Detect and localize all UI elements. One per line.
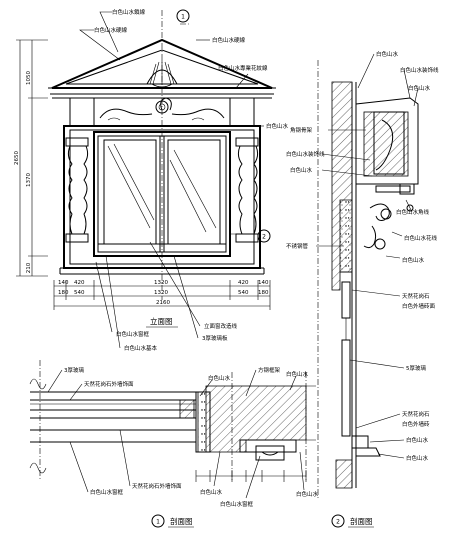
label-e3: 白色山水硬線 <box>212 36 246 44</box>
elevation-leaders: 白色山水鎖線 白色山水硬線 白色山水硬線 白色山水專業花紋線 白色山水 白色山水… <box>79 8 289 352</box>
label-e10: 3厚玻璃板 <box>202 334 228 342</box>
right-section-leaders: 白色山水 白色山水装饰线 白色山水 角钢骨架 白色山水装饰线 白色山水 白色山水… <box>286 50 439 462</box>
label-r7: 白色山水角线 <box>396 208 430 216</box>
bottom-section-title: 剖面图 <box>170 516 193 526</box>
label-r12: 白色外墙砖面 <box>402 302 436 310</box>
dim-left-total: 2650 <box>14 151 20 165</box>
label-b5: 白色山水 <box>286 370 309 378</box>
front-elevation: 1 2 1050 1370 210 2650 140 420 13 <box>14 8 289 352</box>
label-b4: 方钢框架 <box>258 366 281 374</box>
label-r1: 白色山水 <box>376 50 399 58</box>
label-r10: 不锈钢管 <box>286 242 309 250</box>
section-bubble-a: 1 <box>176 9 190 23</box>
label-r8: 白色山水花线 <box>404 234 438 242</box>
dim-c1: 180 <box>58 290 69 296</box>
bottom-section-leaders: 3厚玻璃 天然花岗石外墙饰面 白色山水 方钢框架 白色山水 白色山水 天然花岗石… <box>47 366 319 508</box>
label-e2: 白色山水硬線 <box>94 26 128 34</box>
label-r5: 白色山水装饰线 <box>286 150 325 158</box>
right-section: 2 剖面图 白色山水 白色山水装饰线 白色山水 角钢骨架 白色山水装饰线 白色山… <box>286 50 439 528</box>
dim-b4: 420 <box>238 280 249 286</box>
section-bubble-b: 2 <box>257 229 271 243</box>
dim-c4: 540 <box>238 290 249 296</box>
label-b10: 白色山水 <box>296 490 319 498</box>
dim-left-1: 1050 <box>26 71 32 85</box>
label-e8: 立面窗改造线 <box>204 322 238 330</box>
label-e9: 白色山水基本 <box>124 344 158 352</box>
dim-left-2: 1370 <box>26 173 32 187</box>
label-e1: 白色山水鎖線 <box>112 8 146 16</box>
label-r16: 白色山水 <box>406 436 429 444</box>
label-e5: 白色山水 <box>266 122 289 130</box>
dim-b5: 140 <box>258 280 269 286</box>
bubble-a-text: 1 <box>181 14 185 21</box>
label-r13: 5厚玻璃 <box>406 364 426 372</box>
baluster-left <box>65 137 89 243</box>
left-dimensions: 1050 1370 210 2650 <box>14 39 48 277</box>
label-b3: 白色山水 <box>208 374 231 382</box>
label-r17: 白色山水 <box>406 454 429 462</box>
label-r6: 白色山水 <box>290 166 313 174</box>
label-r11: 天然花岗石 <box>402 292 430 300</box>
dim-total: 2160 <box>156 300 170 306</box>
dim-c2: 540 <box>74 290 85 296</box>
bottom-section: 1 剖面图 3厚玻璃 天然花岗石外墙饰面 白色山水 方钢框架 白色山水 白色山水… <box>29 360 319 528</box>
dim-c5: 180 <box>258 290 269 296</box>
label-b2: 天然花岗石外墙饰面 <box>84 380 134 388</box>
bottom-section-bubble: 1 <box>151 514 165 528</box>
dim-b3: 1320 <box>154 280 168 286</box>
elevation-title: 立面图 <box>150 316 173 326</box>
label-b9: 白色山水窗框 <box>90 488 124 496</box>
label-r3: 白色山水 <box>408 84 431 92</box>
right-section-bubble: 2 <box>331 514 345 528</box>
dim-b2: 420 <box>74 280 85 286</box>
label-e4: 白色山水專業花紋線 <box>218 64 268 72</box>
dim-c3: 1320 <box>154 290 168 296</box>
bubble-b-text: 2 <box>262 234 266 241</box>
label-r15: 白色外墙砖 <box>402 420 430 428</box>
label-b6: 白色山水 <box>200 488 223 496</box>
right-section-title: 剖面图 <box>350 516 373 526</box>
bottom-dimensions: 140 420 1320 420 140 180 540 1320 540 18… <box>53 280 271 310</box>
label-r4: 角钢骨架 <box>290 126 313 134</box>
svg-text:2: 2 <box>336 519 340 526</box>
dim-b1: 140 <box>58 280 69 286</box>
label-b1: 3厚玻璃 <box>64 366 84 374</box>
baluster-right <box>235 137 259 243</box>
label-r14: 天然花岗石 <box>402 410 430 418</box>
label-b8: 白色山水窗框 <box>220 500 254 508</box>
cornice-section <box>355 97 419 195</box>
label-r2: 白色山水装饰线 <box>400 66 439 74</box>
label-e6: 白色山水窗框 <box>116 330 150 338</box>
label-r9: 白色山水 <box>402 256 425 264</box>
svg-text:1: 1 <box>156 519 160 526</box>
label-b7: 天然花岗石外墙饰面 <box>132 482 182 490</box>
dim-left-3: 210 <box>26 262 32 273</box>
scroll-bracket-icon <box>363 203 414 250</box>
